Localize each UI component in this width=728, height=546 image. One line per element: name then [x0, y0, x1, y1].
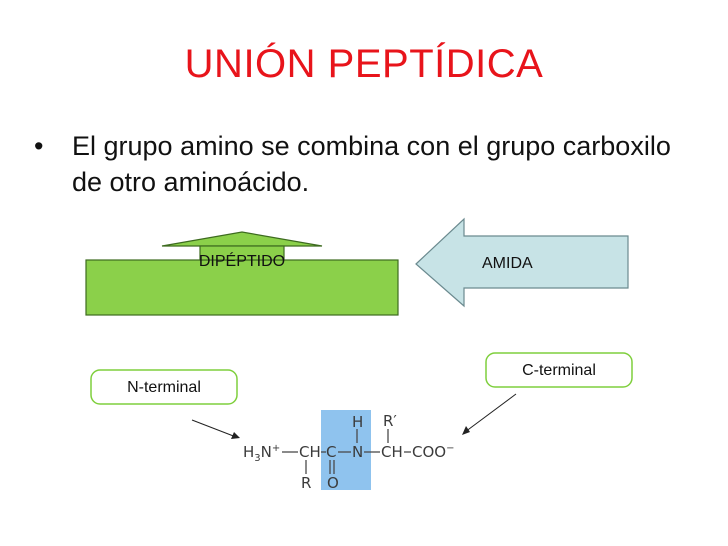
amide-hydrogen: H: [352, 413, 364, 431]
bullet-text: El grupo amino se combina con el grupo c…: [72, 131, 671, 197]
bullet-dot-icon: •: [34, 131, 44, 161]
c-terminal-label: C-terminal: [522, 362, 596, 379]
carbonyl-carbon: C: [326, 443, 337, 461]
n-terminal-box: [90, 369, 238, 405]
up-arrow-stem: [199, 245, 285, 261]
amida-label: AMIDA: [482, 255, 533, 272]
peptide-bond-highlight: [321, 410, 371, 490]
c-terminal-box: [485, 352, 633, 388]
c-terminal-arrowhead-icon: [462, 426, 470, 435]
amida-arrow-icon: [415, 217, 629, 308]
n-terminal-pointer: [191, 419, 237, 438]
side-chain-r: R: [301, 474, 312, 492]
dipeptido-box: [85, 259, 399, 316]
side-chain-r-prime: R′: [383, 412, 397, 430]
c-terminal-pointer: [464, 393, 517, 433]
up-arrow-icon: [161, 231, 323, 247]
n-terminal-arrowhead-icon: [231, 432, 240, 439]
alpha-carbon-2: CH: [381, 443, 403, 461]
dipeptido-label: DIPÉPTIDO: [198, 253, 286, 270]
amino-group: H3N+: [243, 443, 281, 464]
carboxylate-group: COO−: [412, 443, 455, 461]
alpha-carbon-1: CH: [299, 443, 321, 461]
carbonyl-oxygen: O: [327, 474, 339, 492]
amide-nitrogen: N: [352, 443, 364, 461]
bullet-item: • El grupo amino se combina con el grupo…: [34, 128, 694, 200]
n-terminal-label: N-terminal: [127, 379, 201, 396]
slide-title: UNIÓN PEPTÍDICA: [184, 42, 544, 86]
